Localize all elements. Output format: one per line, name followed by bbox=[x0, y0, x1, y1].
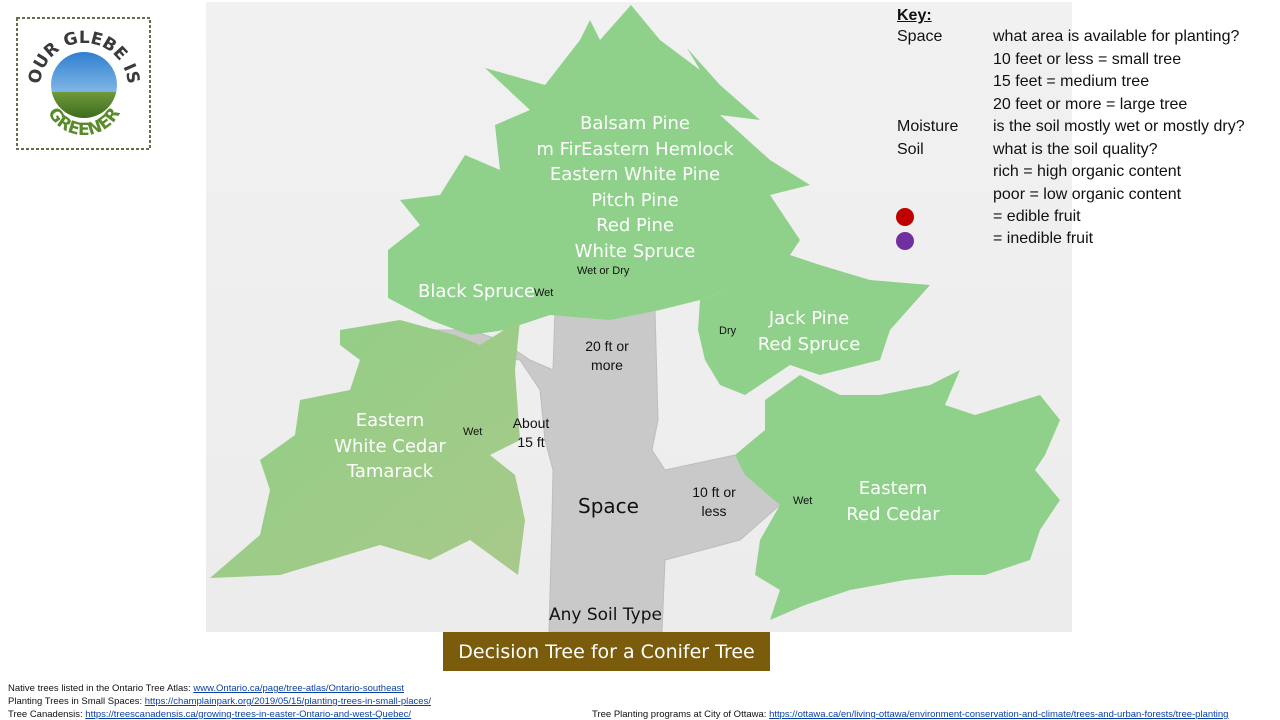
key-term: Soil bbox=[897, 140, 924, 158]
moisture-label-wet-top-left: Wet bbox=[534, 287, 554, 299]
tree-name: Eastern White Pine bbox=[549, 164, 721, 185]
top-canopy bbox=[388, 5, 810, 335]
right-canopy bbox=[735, 370, 1060, 620]
tree-name: White Spruce bbox=[574, 240, 696, 262]
title-banner: Decision Tree for a Conifer Tree bbox=[443, 632, 770, 671]
tree-name: Balsam Pine bbox=[580, 113, 690, 134]
tree-name: Eastern bbox=[355, 410, 425, 431]
key-desc: = edible fruit bbox=[993, 208, 1081, 225]
footer-text: Tree Canadensis: bbox=[8, 709, 86, 720]
root-label: Space bbox=[578, 494, 639, 518]
ontario-atlas-link[interactable]: www.Ontario.ca/page/tree-atlas/Ontario-s… bbox=[193, 683, 405, 694]
key-desc: 20 feet or more = large tree bbox=[993, 95, 1188, 113]
key-desc: what area is available for planting? bbox=[993, 28, 1240, 45]
key-desc: poor = low organic content bbox=[993, 185, 1182, 203]
edible-fruit-dot-icon bbox=[896, 208, 914, 226]
page-title: Decision Tree for a Conifer Tree bbox=[458, 640, 755, 663]
tree-name: Red Spruce bbox=[757, 333, 861, 355]
tree-name: Eastern bbox=[858, 478, 928, 499]
top-tree-list: Balsam Pine m FirEastern Hemlock Eastern… bbox=[505, 111, 765, 264]
right-top-canopy bbox=[698, 255, 930, 395]
inedible-fruit-dot-icon bbox=[896, 232, 914, 250]
left-canopy bbox=[210, 320, 525, 578]
key-desc: rich = high organic content bbox=[993, 163, 1182, 180]
tree-name: White Cedar bbox=[334, 435, 446, 457]
key-term: Space bbox=[897, 28, 943, 45]
footer-line: Tree Canadensis: https://treescanadensis… bbox=[8, 709, 411, 720]
footer-line: Planting Trees in Small Spaces: https://… bbox=[8, 696, 431, 707]
tree-name: Red Pine bbox=[596, 215, 674, 236]
key-desc: = inedible fruit bbox=[993, 230, 1094, 247]
footer-text: Native trees listed in the Ontario Tree … bbox=[8, 683, 194, 694]
tree-name: Jack Pine bbox=[768, 308, 850, 329]
champlain-park-link[interactable]: https://champlainpark.org/2019/05/15/pla… bbox=[144, 696, 431, 707]
key-desc: 10 feet or less = small tree bbox=[993, 50, 1182, 68]
logo: OUR GLEBE IS GREENER bbox=[16, 17, 151, 150]
moisture-label-dry: Dry bbox=[719, 325, 737, 337]
moisture-label-wet-left: Wet bbox=[463, 426, 483, 438]
key-desc: is the soil mostly wet or mostly dry? bbox=[993, 118, 1245, 135]
tree-name: Tamarack bbox=[346, 461, 434, 482]
branch-label-large: 20 ft or more bbox=[585, 338, 629, 373]
trees-canadensis-link[interactable]: https://treescanadensis.ca/growing-trees… bbox=[85, 709, 412, 720]
ottawa-tree-planting-link[interactable]: https://ottawa.ca/en/living-ottawa/envir… bbox=[769, 709, 1229, 720]
footer-text: Planting Trees in Small Spaces: bbox=[8, 696, 145, 707]
footer-line: Tree Planting programs at City of Ottawa… bbox=[592, 709, 1228, 720]
key-desc: what is the soil quality? bbox=[993, 140, 1158, 158]
footer-text: Tree Planting programs at City of Ottawa… bbox=[592, 709, 770, 720]
black-spruce-label: Black Spruce bbox=[418, 281, 536, 302]
logo-graphic: OUR GLEBE IS GREENER bbox=[16, 17, 151, 150]
key-heading: Key: bbox=[897, 7, 932, 24]
right-tree-list: Eastern Red Cedar bbox=[838, 476, 948, 527]
key-desc: 15 feet = medium tree bbox=[993, 73, 1150, 90]
footer-line: Native trees listed in the Ontario Tree … bbox=[8, 683, 404, 694]
moisture-label-wet-or-dry: Wet or Dry bbox=[577, 265, 630, 277]
tree-name: Red Cedar bbox=[846, 503, 940, 525]
jack-pine-list: Jack Pine Red Spruce bbox=[750, 306, 868, 357]
tree-name: m FirEastern Hemlock bbox=[536, 138, 734, 160]
branch-label-medium: About 15 ft bbox=[512, 415, 550, 450]
moisture-label-wet-right: Wet bbox=[793, 495, 813, 507]
trunk-base-label: Any Soil Type bbox=[549, 605, 662, 625]
left-tree-list: Eastern White Cedar Tamarack bbox=[320, 408, 460, 485]
key-term: Moisture bbox=[897, 118, 959, 135]
branch-label-small: 10 ft or less bbox=[692, 484, 736, 519]
tree-name: Pitch Pine bbox=[591, 189, 679, 211]
